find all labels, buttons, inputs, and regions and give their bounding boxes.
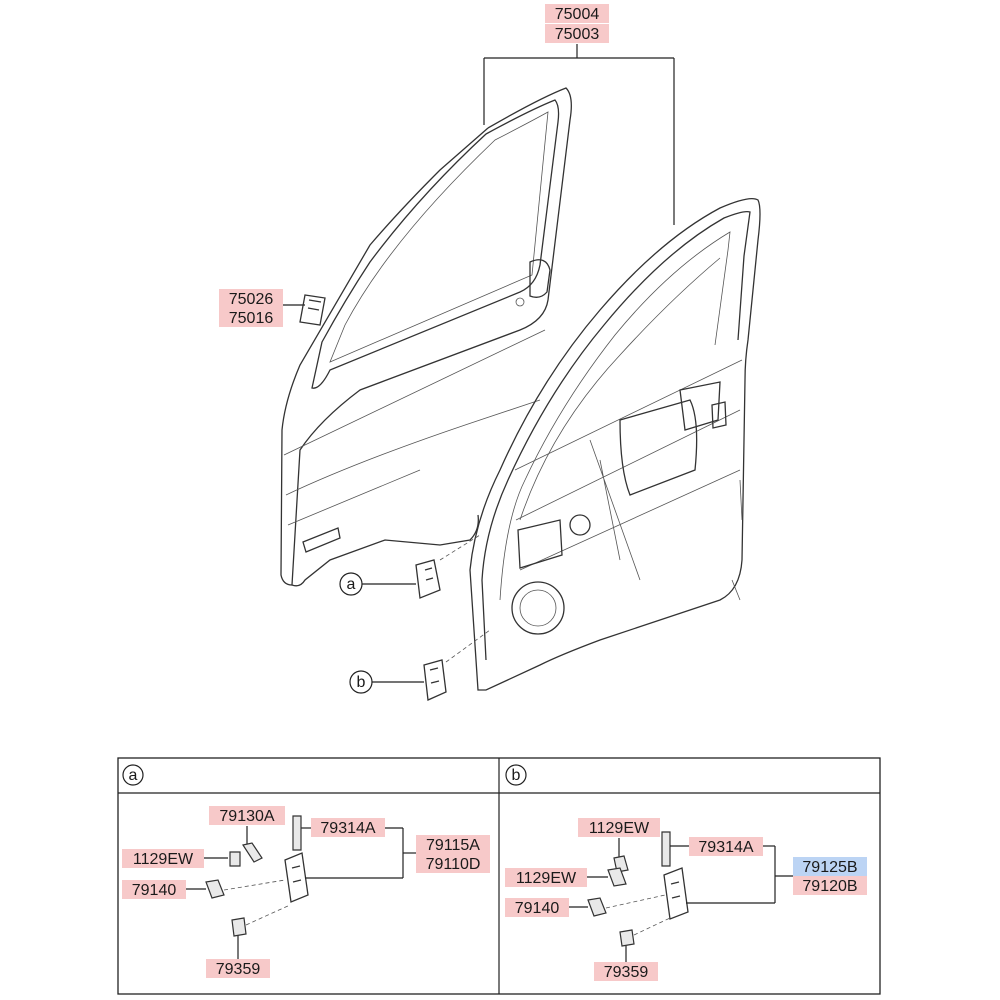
svg-text:1129EW: 1129EW (516, 870, 577, 887)
svg-text:b: b (512, 767, 521, 784)
svg-text:b: b (357, 674, 366, 691)
svg-text:1129EW: 1129EW (589, 820, 650, 837)
svg-text:75004: 75004 (555, 6, 600, 23)
svg-text:79125B: 79125B (802, 859, 857, 876)
svg-text:1129EW: 1129EW (133, 851, 194, 868)
label-75016: 75016 (219, 308, 283, 327)
lower-hinge (423, 659, 447, 701)
svg-text:a: a (347, 576, 356, 593)
label-75004: 75004 (545, 4, 609, 23)
svg-text:a: a (129, 767, 138, 784)
svg-text:79140: 79140 (515, 900, 560, 917)
svg-text:79140: 79140 (132, 882, 177, 899)
outer-door-panel (280, 87, 572, 587)
panel-a-labels: 79130A 79314A 1129EW 79115A 79110D 79140… (122, 806, 490, 978)
upper-hinge (415, 559, 441, 599)
svg-text:79115A: 79115A (426, 837, 480, 854)
panel-a-header: a (122, 764, 144, 786)
detail-table (117, 757, 881, 995)
callout-a: a (339, 572, 363, 596)
svg-text:79120B: 79120B (802, 878, 857, 895)
panel-b-hardware (569, 831, 793, 962)
svg-text:79314A: 79314A (320, 820, 375, 837)
svg-text:75026: 75026 (229, 291, 274, 308)
svg-text:75016: 75016 (229, 310, 274, 327)
callout-b: b (349, 670, 373, 694)
panel-a-hardware (186, 815, 416, 959)
inner-door-frame (469, 197, 761, 691)
label-75026: 75026 (219, 289, 283, 308)
svg-text:79314A: 79314A (698, 839, 753, 856)
label-75003: 75003 (545, 24, 609, 43)
svg-text:79359: 79359 (604, 964, 649, 981)
svg-text:79110D: 79110D (426, 856, 481, 873)
svg-text:79359: 79359 (216, 961, 261, 978)
panel-b-labels: 1129EW 79314A 79125B 79120B 1129EW 79140… (505, 818, 867, 981)
panel-b-header: b (505, 764, 527, 786)
side-clip-part (299, 294, 326, 326)
leader-75004-bracket (483, 44, 675, 225)
svg-text:79130A: 79130A (219, 808, 274, 825)
svg-text:75003: 75003 (555, 26, 600, 43)
